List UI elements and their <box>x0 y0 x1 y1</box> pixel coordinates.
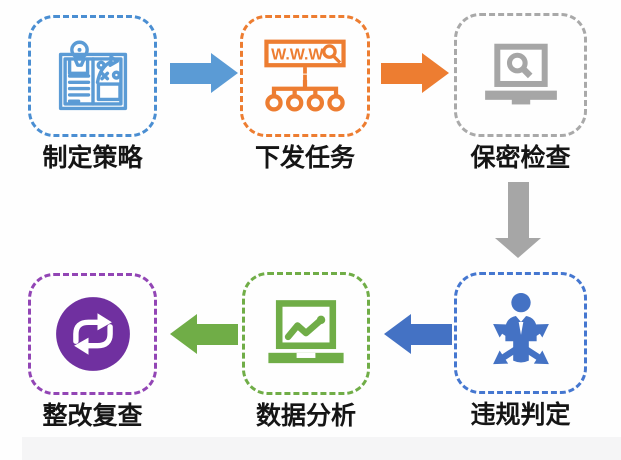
arrow-head <box>170 314 197 354</box>
step-rectification-review: 整改复查 <box>28 273 157 431</box>
step-label: 整改复查 <box>42 402 143 430</box>
flow-arrow-right-tasks-to-check <box>381 53 449 93</box>
cycle-arrows-icon <box>55 297 130 371</box>
step-label: 违规判定 <box>470 401 571 429</box>
step-icon-box: W.W.W <box>240 15 370 137</box>
arrow-shaft <box>507 182 529 238</box>
flow-arrow-right-strategy-to-tasks <box>170 53 238 93</box>
arrow-head <box>211 53 238 93</box>
step-task-dispatch: W.W.W 下发任务 <box>240 15 370 173</box>
step-strategy: 制定策略 <box>28 15 157 173</box>
flow-arrow-left-judgment-to-analysis <box>384 314 452 354</box>
step-security-check: 保密检查 <box>454 13 587 173</box>
step-icon-box <box>454 13 587 137</box>
arrow-shaft <box>197 323 238 345</box>
step-icon-box <box>242 272 370 395</box>
flow-arrow-down-check-to-judgment <box>495 182 541 258</box>
step-icon-box <box>28 15 157 137</box>
arrow-shaft <box>381 62 422 84</box>
step-violation-judgment: 违规判定 <box>454 272 587 430</box>
browser-www-text: W.W.W <box>271 46 324 63</box>
arrow-shaft <box>170 62 211 84</box>
step-label: 数据分析 <box>255 402 356 430</box>
footer-strip <box>22 437 621 460</box>
www-network-icon: W.W.W <box>264 39 346 112</box>
step-icon-box <box>28 273 157 395</box>
step-icon-box <box>454 272 587 394</box>
step-label: 保密检查 <box>470 144 571 172</box>
decision-person-icon <box>488 292 553 371</box>
arrow-head <box>495 238 541 258</box>
flow-arrow-left-analysis-to-review <box>170 314 238 354</box>
step-data-analysis: 数据分析 <box>242 272 370 431</box>
laptop-search-icon <box>484 43 557 105</box>
laptop-chart-icon <box>268 299 344 363</box>
strategy-book-icon <box>58 40 127 111</box>
step-label: 下发任务 <box>254 144 355 172</box>
arrow-head <box>384 314 411 354</box>
arrow-shaft <box>411 323 452 345</box>
arrow-head <box>422 53 449 93</box>
step-label: 制定策略 <box>42 144 143 172</box>
